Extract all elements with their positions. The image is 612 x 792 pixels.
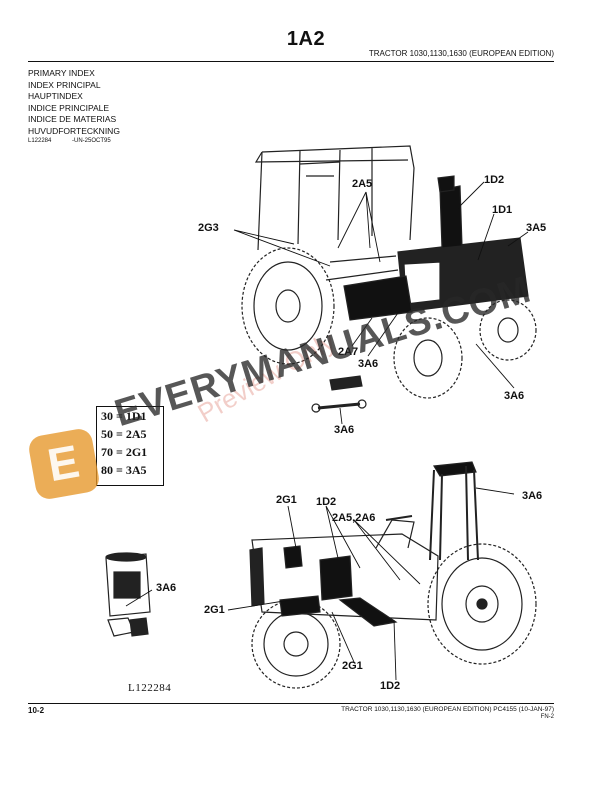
filter-kit-drawing	[105, 552, 151, 637]
callout-1d1: 1D1	[492, 204, 513, 216]
header-subtitle: TRACTOR 1030,1130,1630 (EUROPEAN EDITION…	[368, 49, 554, 58]
callout-1d2-lower: 1D2	[380, 680, 401, 692]
rops-frame-drawing	[429, 461, 479, 561]
callout-3a6-wrench: 3A6	[334, 424, 355, 436]
callout-1d2-bottom: 1D2	[316, 496, 337, 508]
rear-wheel-drawing	[241, 247, 335, 365]
page-title: 1A2	[286, 28, 326, 50]
callout-1d2: 1D2	[484, 174, 505, 186]
legend-row: 80 = 3A5	[101, 463, 147, 477]
footer-text: TRACTOR 1030,1130,1630 (EUROPEAN EDITION…	[341, 706, 554, 713]
reference-date: -UN-25OCT95	[72, 138, 111, 144]
callout-3a6-top: 3A6	[358, 358, 379, 370]
callout-2g1-bottom: 2G1	[342, 660, 363, 672]
callout-3a6-right: 3A6	[504, 390, 525, 402]
index-line: INDICE DE MATERIAS	[28, 114, 117, 124]
header-divider	[28, 61, 554, 62]
page-number: 10-2	[28, 706, 45, 715]
index-line: INDEX PRINCIPAL	[28, 79, 101, 90]
leader-lines	[125, 181, 529, 681]
index-line: PRIMARY INDEX	[28, 68, 95, 78]
footer-divider	[28, 703, 554, 704]
legend-row: 30 = 1D1	[101, 409, 147, 423]
callout-2a7: 2A7	[338, 346, 359, 358]
cab-frame-drawing	[254, 145, 415, 251]
index-line: HUVUDFORTECKNING	[28, 125, 120, 136]
front-wheel-drawing	[393, 299, 537, 399]
footer-fn: FN-2	[540, 714, 554, 720]
index-list: PRIMARY INDEX INDEX PRINCIPAL HAUPTINDEX…	[28, 68, 120, 137]
legend-row: 70 = 2G1	[101, 445, 148, 459]
callout-3a6-filter: 3A6	[156, 582, 177, 594]
callout-2g3: 2G3	[198, 222, 219, 234]
legend-box: 30 = 1D1 50 = 2A5 70 = 2G1 80 = 3A5	[96, 406, 164, 486]
callout-2g1-left: 2G1	[204, 604, 225, 616]
callout-3a5: 3A5	[526, 222, 547, 234]
callout-2a5-2a6: 2A5,2A6	[332, 512, 376, 524]
index-line: INDICE PRINCIPALE	[28, 102, 110, 113]
index-line: HAUPTINDEX	[28, 91, 83, 101]
callout-2g1-top: 2G1	[276, 494, 297, 506]
figure-code: L122284	[128, 682, 172, 694]
bottom-body-drawing	[249, 515, 439, 627]
bottom-rear-wheel-drawing	[427, 543, 537, 665]
legend-row: 50 = 2A5	[101, 427, 147, 441]
callout-2a5: 2A5	[352, 178, 373, 190]
reference-code: L122284	[28, 138, 52, 144]
callout-3a6-rops: 3A6	[522, 490, 543, 502]
engine-body-drawing	[325, 175, 529, 321]
